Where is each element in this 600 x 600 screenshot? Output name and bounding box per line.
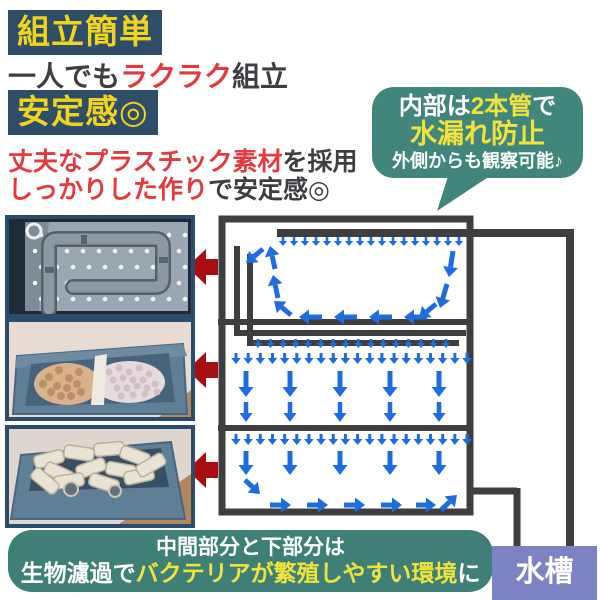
outlet-pipe <box>470 487 521 548</box>
bubble-line-2: 水漏れ防止 <box>410 119 545 150</box>
flow-arrows <box>231 237 472 513</box>
photo-bio-media-bags <box>5 318 195 421</box>
feature-line-3: しっかりした作りで安定感◎ <box>8 170 330 206</box>
feature-line-1-part: 組立 <box>232 61 289 92</box>
bubble-line-3: 外側からも観察可能♪ <box>392 151 563 172</box>
red-arrow <box>187 352 218 388</box>
feature-line-2-highlight: 丈夫なプラスチック素材 <box>8 148 283 176</box>
red-arrow <box>187 452 218 488</box>
photo-ceramic-blocks-art <box>9 429 191 524</box>
red-arrow <box>187 249 218 285</box>
feature-line-1-highlight: ラクラク <box>120 61 233 92</box>
note-line-2: 生物濾過でバクテリアが繁殖しやすい環境に <box>20 560 481 587</box>
stability-badge: 安定感◎ <box>8 90 158 135</box>
inlet-pipe <box>234 229 574 548</box>
bio-filtration-note: 中間部分と下部分は 生物濾過でバクテリアが繁殖しやすい環境に <box>8 530 493 592</box>
feature-line-1-part: 一人でも <box>8 61 121 92</box>
photo-bio-media-bags-art <box>9 322 191 417</box>
feature-line-3-highlight: しっかりした作り <box>8 176 209 204</box>
photo-pipe-assembly <box>5 215 195 318</box>
red-arrows <box>187 249 218 488</box>
photo-pipe-assembly-art <box>9 219 191 314</box>
feature-line-1: 一人でもラクラク組立 <box>8 55 288 95</box>
speech-bubble-tail <box>437 170 499 211</box>
note-line-1: 中間部分と下部分は <box>156 536 345 559</box>
photo-ceramic-blocks <box>5 425 195 528</box>
feature-line-2: 丈夫なプラスチック素材を採用 <box>8 142 358 178</box>
feature-line-2-part: を採用 <box>282 148 358 176</box>
tank-label: 水槽 <box>492 546 597 600</box>
bubble-line-1: 内部は2本管で <box>398 93 557 120</box>
speech-bubble: 内部は2本管で 水漏れ防止 外側からも観察可能♪ <box>372 87 583 178</box>
feature-line-3-part: で安定感◎ <box>208 176 330 204</box>
filter-box <box>218 215 474 516</box>
assembly-easy-badge: 組立簡単 <box>8 10 162 55</box>
